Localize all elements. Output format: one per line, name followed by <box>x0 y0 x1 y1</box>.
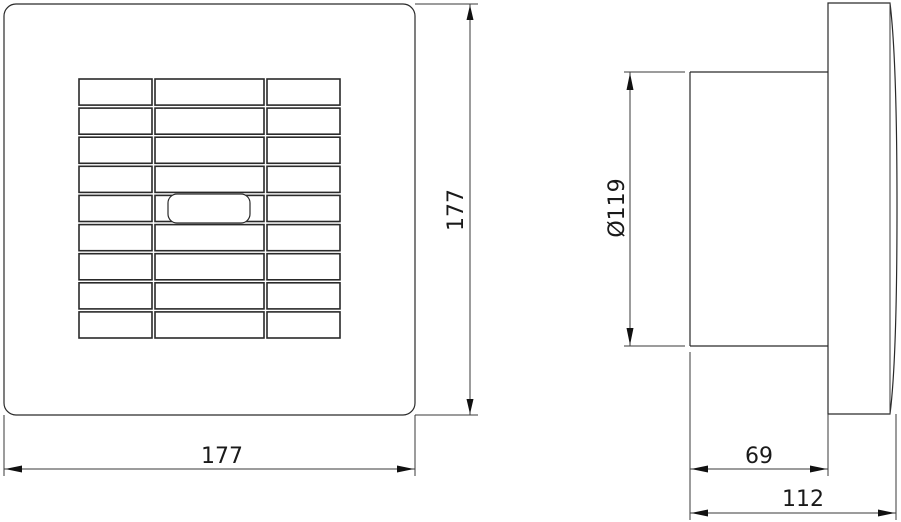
grille-slot <box>154 165 265 194</box>
grille-slot <box>154 78 265 106</box>
grille-slot <box>266 165 341 194</box>
grille-slot <box>78 136 153 165</box>
grille-slot <box>154 223 265 252</box>
grille-slot <box>266 223 341 252</box>
grille-slot <box>266 136 341 165</box>
duct-length-label: 69 <box>745 444 773 469</box>
grille-slot <box>78 107 153 135</box>
diameter-dimension: Ø119 <box>605 71 685 347</box>
front-view <box>3 3 416 416</box>
grille-slot <box>266 78 341 106</box>
grille-slot <box>266 107 341 135</box>
grille-slot <box>154 107 265 135</box>
grille-slot <box>266 252 341 281</box>
total-depth-label: 112 <box>782 487 824 512</box>
grille-slot <box>154 281 265 310</box>
grille-slot <box>78 194 153 223</box>
total-depth-dimension: 112 <box>690 487 896 517</box>
indicator-window <box>167 193 251 224</box>
diameter-label: Ø119 <box>605 178 630 237</box>
grille-slot <box>154 311 265 339</box>
side-view <box>689 2 898 415</box>
grille-slot <box>154 136 265 165</box>
grille-slot <box>266 281 341 310</box>
front-height-dimension: 177 <box>415 3 478 416</box>
duct-length-dimension: 69 <box>690 444 828 473</box>
front-width-dimension: 177 <box>3 415 416 476</box>
front-height-label: 177 <box>444 189 469 231</box>
grille-slot <box>78 223 153 252</box>
front-plate-outline <box>3 3 416 416</box>
grille-slot <box>78 252 153 281</box>
grille-slot <box>78 78 153 106</box>
grille-slot <box>266 194 341 223</box>
cover-plate-profile <box>827 2 898 415</box>
grille-slot <box>266 311 341 339</box>
grille-slot <box>154 252 265 281</box>
grille-slot <box>78 311 153 339</box>
grille-slot <box>78 165 153 194</box>
grille-slot <box>78 281 153 310</box>
front-width-label: 177 <box>201 444 243 469</box>
